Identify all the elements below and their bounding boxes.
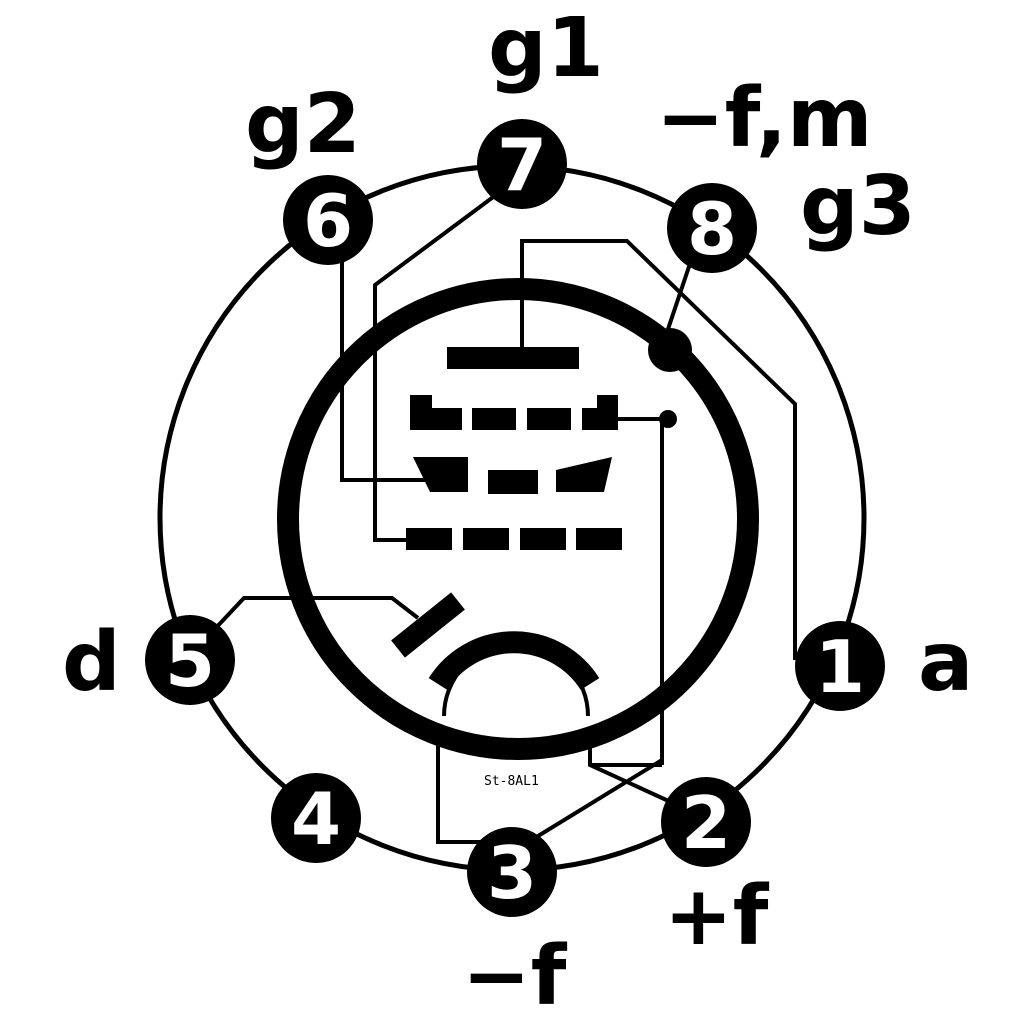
pin-5-number: 5 bbox=[165, 619, 215, 703]
diode-plate bbox=[210, 592, 465, 658]
pin-8-upper-label: −f,m bbox=[656, 71, 873, 166]
pin-7-number: 7 bbox=[497, 123, 547, 207]
grid-1 bbox=[373, 178, 622, 550]
pin-8-label: g3 bbox=[800, 159, 916, 254]
anode bbox=[447, 239, 797, 660]
shield-junction bbox=[648, 328, 692, 372]
pin-6-number: 6 bbox=[303, 179, 353, 263]
pin-4: 4 bbox=[271, 773, 361, 863]
pin-4-number: 4 bbox=[291, 777, 341, 861]
pin-7-label: g1 bbox=[488, 1, 604, 96]
tube-envelope bbox=[277, 278, 759, 760]
pin-5: 5 bbox=[145, 615, 235, 705]
pin-2-label: +f bbox=[664, 869, 770, 964]
pin-8-number: 8 bbox=[687, 187, 737, 271]
pin-6: 6 bbox=[283, 175, 373, 265]
base-code: St-8AL1 bbox=[484, 774, 539, 789]
pin-3-label: −f bbox=[462, 929, 568, 1024]
pin-1: 1 bbox=[795, 621, 885, 711]
pin-1-number: 1 bbox=[815, 625, 865, 709]
pin-7: 7 bbox=[477, 119, 567, 209]
pin-3-number: 3 bbox=[487, 831, 537, 915]
pin-2-number: 2 bbox=[681, 781, 731, 865]
grid-2 bbox=[340, 218, 612, 494]
pin-1-label: a bbox=[918, 615, 973, 710]
grid-3 bbox=[410, 221, 706, 767]
pin-6-label: g2 bbox=[245, 77, 361, 172]
pin-8: 8 bbox=[667, 183, 757, 273]
pin-2: 2 bbox=[661, 777, 751, 867]
pin-3: 3 bbox=[467, 827, 557, 917]
pin-5-label: d bbox=[62, 615, 121, 710]
